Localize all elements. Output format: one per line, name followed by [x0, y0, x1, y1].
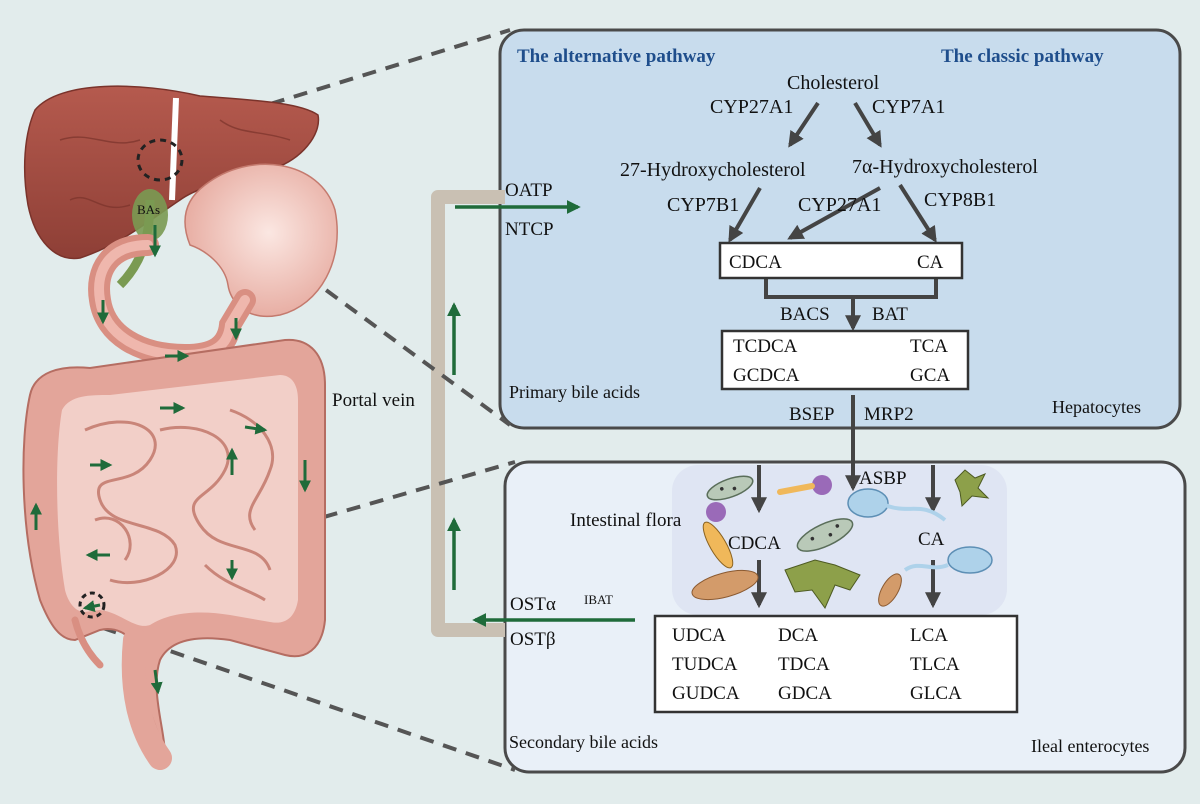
alternative-pathway-heading: The alternative pathway	[517, 46, 716, 67]
conjugated-box	[720, 329, 970, 391]
hepatocytes-panel	[498, 28, 1182, 430]
stomach-shape	[184, 163, 338, 318]
gallbladder	[132, 189, 168, 241]
ileal-enterocytes-label: Ileal enterocytes	[1031, 736, 1150, 756]
bacteria-illustrations	[691, 469, 993, 610]
oatp-label: OATP	[505, 180, 553, 201]
bacs-label: BACS	[780, 304, 830, 325]
primary-bile-acids-label: Primary bile acids	[509, 382, 640, 402]
appendix-shape	[71, 616, 104, 669]
liver-ligament	[169, 97, 179, 201]
cyp8b1-label: CYP8B1	[924, 189, 997, 211]
liver-vessels	[59, 119, 291, 208]
portal-vein-loop	[431, 190, 505, 637]
tudca-label: TUDCA	[672, 654, 738, 675]
lca-label: LCA	[910, 625, 948, 646]
classic-pathway-heading: The classic pathway	[941, 46, 1104, 67]
cdca-liver-label: CDCA	[729, 252, 782, 273]
gca-label: GCA	[910, 365, 951, 386]
gdca-label: GDCA	[778, 683, 832, 704]
cdca-ca-box	[718, 241, 964, 280]
hepatocytes-label: Hepatocytes	[1052, 397, 1141, 417]
portal-vein-label: Portal vein	[332, 390, 415, 411]
cdca-ileal-label: CDCA	[728, 533, 781, 554]
tdca-label: TDCA	[778, 654, 830, 675]
portal-flow-arrows	[447, 200, 635, 627]
gcdca-label: GCDCA	[733, 365, 800, 386]
hydroxy27-label: 27-Hydroxycholesterol	[620, 159, 806, 181]
ost-beta-label: OSTβ	[510, 629, 556, 650]
colon-inner	[57, 375, 299, 626]
rectum-shape	[121, 628, 172, 770]
udca-label: UDCA	[672, 625, 726, 646]
asbp-label: ASBP	[859, 468, 907, 489]
duodenum-highlight	[94, 240, 250, 361]
ca-liver-label: CA	[917, 252, 944, 273]
bat-label: BAT	[872, 304, 908, 325]
tca-label: TCA	[910, 336, 948, 357]
tlca-label: TLCA	[910, 654, 960, 675]
intestinal-flora-label: Intestinal flora	[570, 510, 682, 531]
dca-label: DCA	[778, 625, 819, 646]
secondary-box	[653, 614, 1019, 714]
bile-acids-label: BAs	[137, 202, 161, 217]
secondary-bile-acids-label: Secondary bile acids	[509, 732, 658, 752]
small-intestine-coils	[84, 408, 275, 602]
tcdca-label: TCDCA	[733, 336, 798, 357]
ileum-zoom-region	[78, 591, 106, 619]
ost-alpha-label: OSTα	[510, 594, 556, 615]
cyp7b1-label: CYP7B1	[667, 194, 740, 216]
cyp27a1-top-label: CYP27A1	[710, 96, 794, 118]
liver-zoom-region	[136, 138, 184, 182]
hydroxy7a-label: 7α-Hydroxycholesterol	[852, 156, 1038, 178]
bsep-label: BSEP	[789, 404, 835, 425]
hepatic-pathway-arrows	[728, 101, 937, 492]
conjugation-bracket	[764, 278, 938, 299]
ca-ileal-label: CA	[918, 529, 945, 550]
ntcp-label: NTCP	[505, 219, 554, 240]
glca-label: GLCA	[910, 683, 962, 704]
gut-flow-arrows	[30, 225, 311, 695]
cyp27a1-mid-label: CYP27A1	[798, 194, 882, 216]
mrp2-label: MRP2	[864, 404, 914, 425]
gudca-label: GUDCA	[672, 683, 740, 704]
cyp7a1-label: CYP7A1	[872, 96, 946, 118]
cholesterol-label: Cholesterol	[787, 72, 880, 94]
ibat-label: IBAT	[584, 592, 613, 607]
